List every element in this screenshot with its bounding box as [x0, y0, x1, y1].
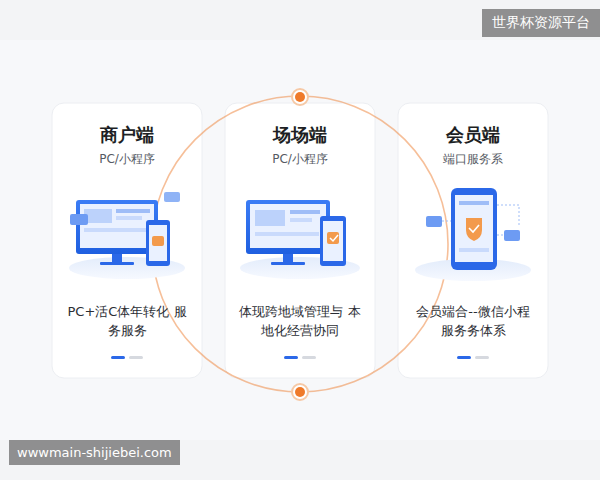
card-body: PC+活C体年转化 服务服务: [58, 303, 196, 341]
card-body: 体现跨地域管理与 本地化经营协同: [231, 303, 369, 341]
orbit-circle: [152, 96, 448, 392]
page-indicator: [111, 356, 125, 359]
watermark: 世界杯资源平台: [482, 9, 600, 37]
page-indicator: [284, 356, 298, 359]
client-card: 会员端端口服务系会员端合--微信小程 服务务体系: [398, 103, 548, 378]
device-illustration: [240, 200, 360, 279]
page-indicator: [302, 356, 316, 359]
card-panel: [225, 103, 375, 378]
page-indicator: [475, 356, 489, 359]
card-subtitle: PC/小程序: [58, 151, 196, 168]
orbit-dot: [292, 89, 308, 105]
card-title: 商户端: [58, 123, 196, 147]
orbit-dot: [292, 384, 308, 400]
card-title: 场场端: [231, 123, 369, 147]
page-indicator: [129, 356, 143, 359]
watermark: wwwmain-shijiebei.com: [9, 440, 180, 465]
phone-illustration: [415, 188, 531, 281]
client-card: 场场端 PC/小程序体现跨地域管理与 本地化经营协同: [225, 103, 375, 378]
card-panel: [52, 103, 202, 378]
card-title: 会员端: [404, 123, 542, 147]
device-illustration: [69, 192, 185, 279]
orbit-dot: [295, 92, 305, 102]
panel-ground: [0, 40, 600, 440]
card-subtitle: 端口服务系: [404, 151, 542, 168]
page-indicator: [457, 356, 471, 359]
orbit-dot: [295, 387, 305, 397]
card-panel: [398, 103, 548, 378]
client-card: 商户端 PC/小程序 PC+活C体年转化 服务服务: [52, 103, 202, 378]
card-body: 会员端合--微信小程 服务务体系: [404, 303, 542, 341]
card-subtitle: PC/小程序: [231, 151, 369, 168]
